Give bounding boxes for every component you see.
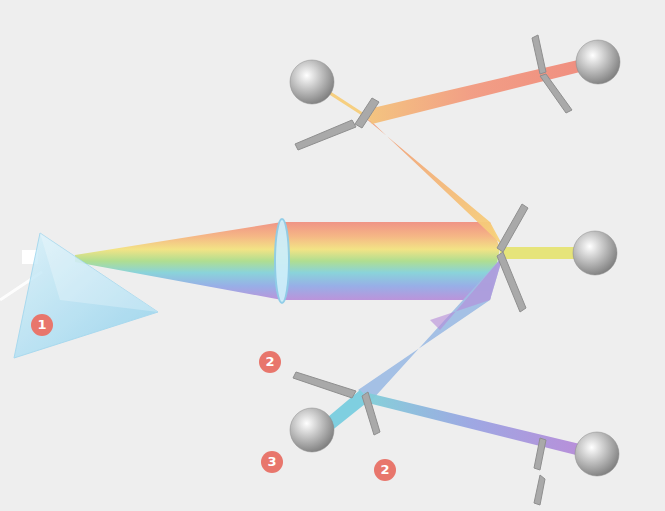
callout-number: 3: [261, 451, 283, 473]
callout-number: 2: [374, 459, 396, 481]
callout-number: 1: [31, 314, 53, 336]
callout-number: 2: [259, 351, 281, 373]
